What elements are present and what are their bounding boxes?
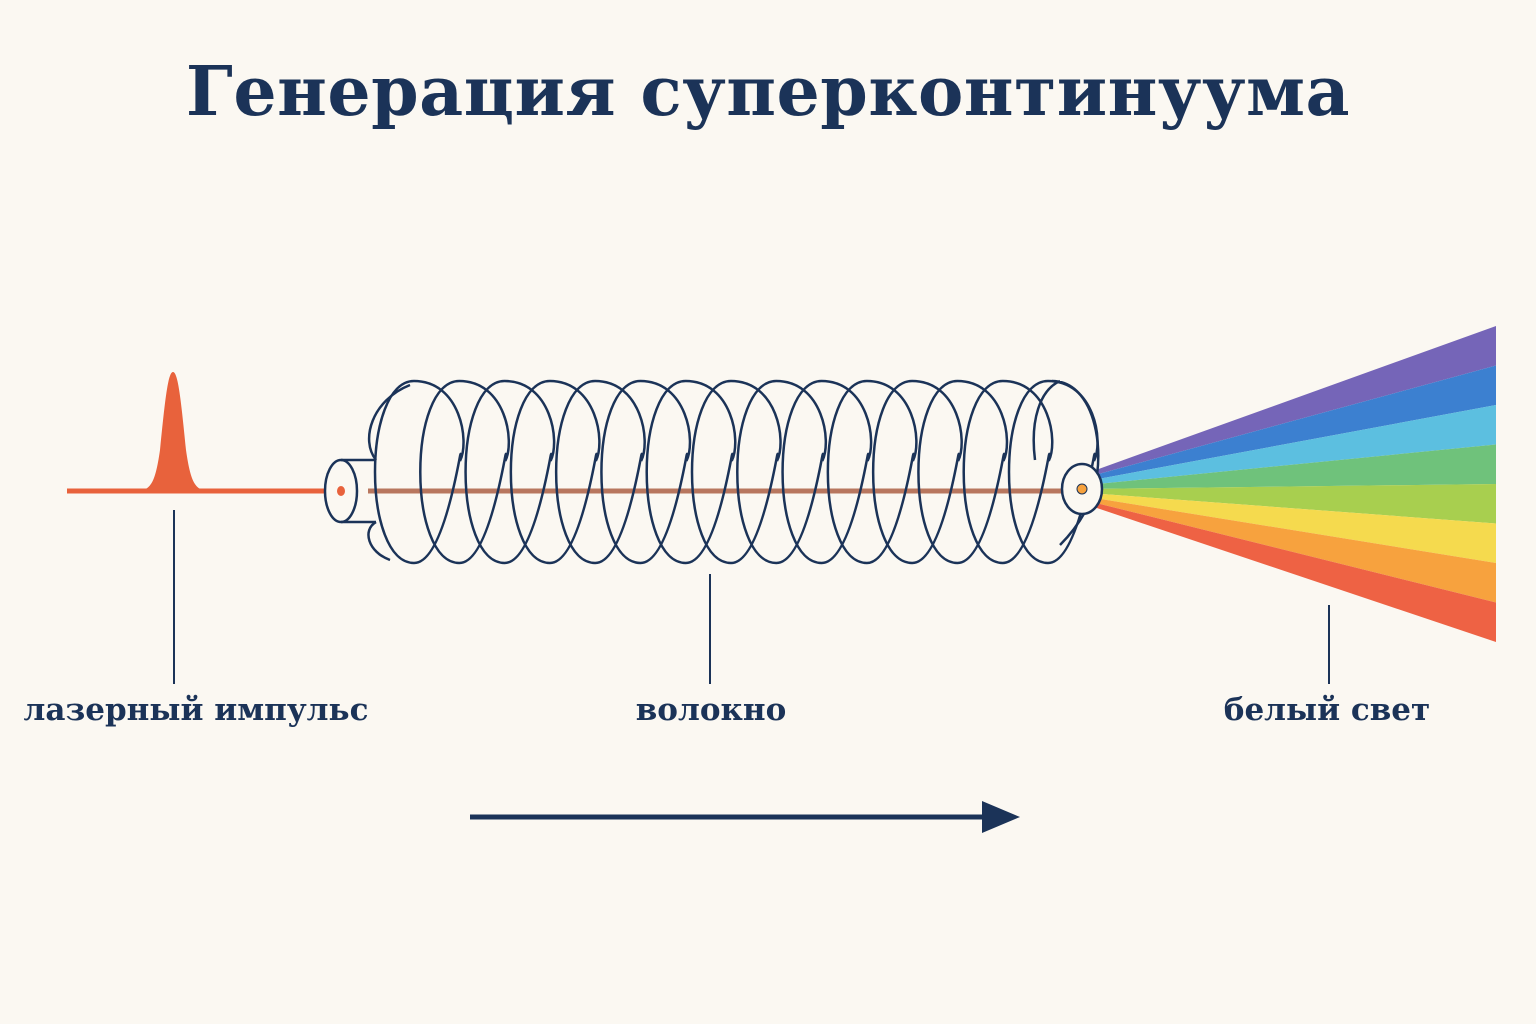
fiber-output-core-icon [1076,483,1088,495]
spectrum-band [1082,496,1496,603]
spectrum-band [1082,444,1496,489]
coil-loop [872,379,963,565]
spectrum-band [1082,484,1496,524]
coil-loop [826,379,918,565]
coil-loop [962,379,1054,565]
coil-loop [781,379,873,565]
laser-pulse-label: лазерный импульс [23,692,369,728]
coil-loop [690,379,782,565]
coil-loop [419,379,511,565]
spectrum-band [1082,326,1496,479]
fiber-input-core-icon [337,486,345,496]
spectrum-band [1082,499,1496,642]
spectrum-band [1082,365,1496,482]
spectrum-band [1082,492,1496,563]
coil-loop [917,379,1009,565]
fiber-input-sleeve [341,458,376,524]
propagation-arrow-head [982,801,1020,833]
coil-loop [645,379,737,565]
coil-loop [736,379,828,565]
coil-loop [464,379,556,565]
coil-loop [373,379,465,565]
fiber-label: волокно [635,692,787,728]
white-light-spectrum-fan [1082,326,1496,642]
coil-loop [555,379,646,565]
coil-start-curve [367,383,411,562]
coil-loop [509,379,601,565]
laser-pulse-peak [135,372,211,491]
coil-loop [600,379,692,565]
white-light-label: белый свет [1223,692,1431,728]
diagram-title: Генерация суперконтинуума [185,52,1351,132]
fiber-coil [367,379,1100,565]
spectrum-band [1082,405,1496,486]
